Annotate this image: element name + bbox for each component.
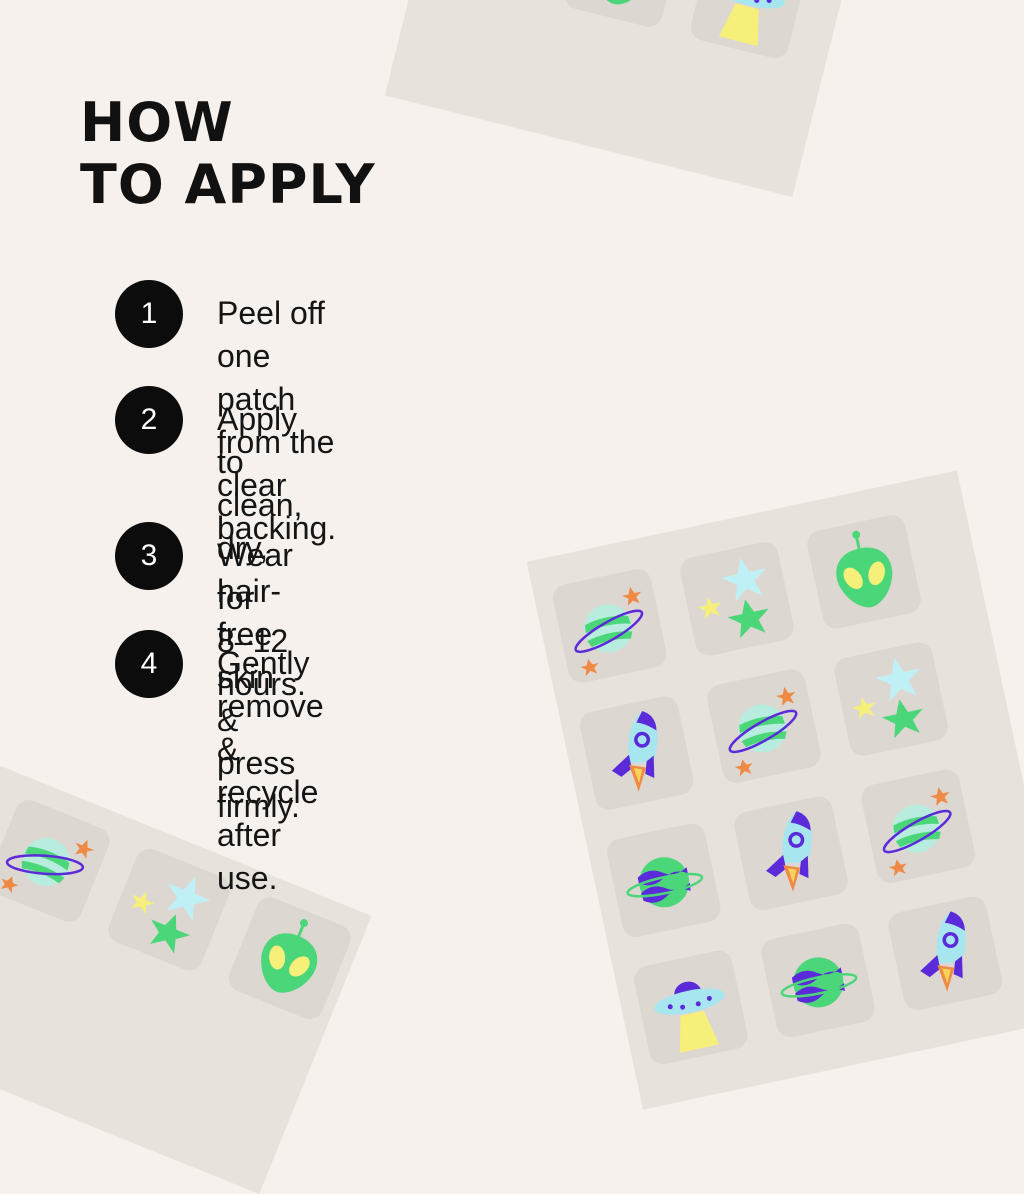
striped-planet-icon <box>604 821 723 940</box>
patch-sheet-right <box>526 470 1024 1110</box>
rocket-icon <box>886 894 1005 1013</box>
rocket-icon <box>732 794 851 913</box>
planet-icon <box>705 667 824 786</box>
step-text: Wear for 8–12 hours. <box>217 537 306 702</box>
step-number-badge: 2 <box>115 386 183 454</box>
stars-icon <box>104 844 234 974</box>
alien-icon <box>805 513 924 632</box>
alien-icon <box>562 0 683 30</box>
title-line-2: TO APPLY <box>80 153 376 216</box>
step-number-badge: 3 <box>115 522 183 590</box>
step-text: Gently remove & recycle after use. <box>217 645 324 896</box>
planet-icon <box>550 567 669 686</box>
alien-icon <box>225 893 355 1023</box>
stars-icon <box>678 540 797 659</box>
page-title: HOW TO APPLY <box>80 92 376 216</box>
planet-icon <box>0 796 114 926</box>
ufo-icon <box>632 948 751 1067</box>
striped-planet-icon <box>759 921 878 1040</box>
step-number-badge: 1 <box>115 280 183 348</box>
stars-icon <box>832 640 951 759</box>
title-line-1: HOW <box>80 91 234 154</box>
patch-sheet-top <box>384 0 856 197</box>
step-text: Apply to clean, dry, hair-free skin & pr… <box>217 401 303 824</box>
rocket-icon <box>577 694 696 813</box>
ufo-icon <box>688 0 809 61</box>
step-number-badge: 4 <box>115 630 183 698</box>
step-text: Peel off one patch from the clear backin… <box>217 295 337 546</box>
planet-icon <box>859 767 978 886</box>
